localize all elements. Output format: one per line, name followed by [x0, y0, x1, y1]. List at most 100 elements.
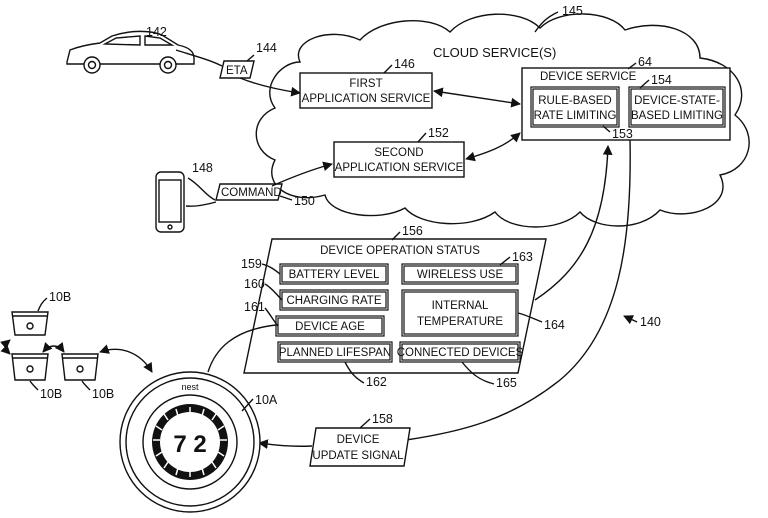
first-app-line1: FIRST	[349, 78, 382, 90]
eta-tag: ETA	[219, 60, 255, 79]
sensor-bottom-right-ref: 10B	[92, 387, 114, 401]
second-app-line1: SECOND	[374, 147, 423, 159]
update-signal-ref: 158	[372, 412, 393, 426]
internal-temp-ref: 164	[544, 318, 565, 332]
thermostat-brand: nest	[181, 382, 199, 392]
command-label: COMMAND	[221, 187, 282, 199]
device-state-ref: 154	[651, 73, 672, 87]
phone-link-top	[187, 177, 216, 201]
command-leader	[279, 195, 293, 201]
connected-leader	[461, 361, 495, 385]
device-service-title: DEVICE SERVICE	[540, 71, 637, 83]
sensor-top-icon	[11, 311, 49, 336]
connected-ref: 165	[496, 376, 517, 390]
first-app-ref: 146	[394, 57, 415, 71]
battery-level-label: BATTERY LEVEL	[289, 269, 380, 281]
cloud-title: CLOUD SERVICE(S)	[433, 45, 556, 60]
internal-temp-leader	[517, 312, 543, 323]
thermostat-to-status-link	[207, 324, 277, 373]
car-ref: 142	[146, 25, 167, 39]
first-app-to-device-service-arrow	[433, 87, 521, 108]
sensor-bottom-left-leader	[29, 380, 39, 391]
thermostat-ref: 10A	[255, 393, 278, 407]
device-service-ref: 64	[638, 55, 652, 69]
car-link	[175, 49, 223, 67]
device-service-leader	[627, 62, 637, 70]
smartphone-icon	[155, 171, 185, 233]
command-arrow	[271, 161, 333, 187]
phone-ref: 148	[192, 161, 213, 175]
device-service-box: DEVICE SERVICE RULE-BASED RATE LIMITING …	[521, 67, 731, 141]
rule-ref: 153	[612, 127, 633, 141]
device-state-leader	[639, 79, 650, 89]
update-signal-line1: DEVICE	[337, 434, 380, 446]
thermostat-icon: 7 2 nest	[119, 371, 261, 513]
second-app-ref: 152	[428, 126, 449, 140]
lifespan-leader	[344, 361, 365, 384]
second-app-line2: APPLICATION SERVICE	[335, 162, 464, 174]
wireless-leader	[499, 256, 511, 266]
status-panel-leader	[391, 231, 401, 241]
device-update-signal-tag: DEVICE UPDATE SIGNAL	[309, 427, 411, 467]
age-leader	[264, 307, 279, 327]
wireless-ref: 163	[512, 250, 533, 264]
sensor-top-ref: 10B	[49, 290, 71, 304]
rule-line2: RATE LIMITING	[534, 110, 617, 122]
status-title: DEVICE OPERATION STATUS	[320, 245, 480, 257]
state-line2: BASED LIMITING	[631, 110, 723, 122]
cloud-shape	[255, 13, 750, 228]
car-icon	[66, 30, 195, 74]
sensor-bottom-right-icon	[61, 353, 99, 381]
phone-link	[185, 201, 217, 207]
sensor-bottom-left-ref: 10B	[40, 387, 62, 401]
device-operation-status-panel: DEVICE OPERATION STATUS BATTERY LEVEL CH…	[243, 238, 547, 374]
signal-arrow-ref: 140	[640, 315, 661, 329]
internal-temp-line1: INTERNAL	[432, 300, 489, 312]
first-app-line2: APPLICATION SERVICE	[302, 93, 431, 105]
device-age-label: DEVICE AGE	[295, 321, 365, 333]
sensor-bottom-link	[42, 342, 65, 353]
command-tag: COMMAND	[215, 183, 283, 201]
rule-line1: RULE-BASED	[538, 95, 612, 107]
update-signal-leader	[359, 418, 371, 429]
first-application-service-box: FIRST APPLICATION SERVICE	[299, 72, 433, 109]
lifespan-ref: 162	[366, 375, 387, 389]
cloud-ref: 145	[562, 4, 583, 18]
sensor-bottom-left-icon	[11, 353, 49, 381]
age-ref: 161	[244, 300, 265, 314]
charging-leader	[264, 283, 283, 301]
update-signal-line2: UPDATE SIGNAL	[312, 450, 404, 462]
eta-ref: 144	[256, 41, 277, 55]
state-line1: DEVICE-STATE-	[634, 95, 720, 107]
wireless-use-label: WIRELESS USE	[417, 269, 504, 281]
eta-label: ETA	[226, 65, 248, 77]
status-panel-ref: 156	[402, 224, 423, 238]
command-ref: 150	[294, 194, 315, 208]
rule-leader	[602, 125, 611, 133]
second-application-service-box: SECOND APPLICATION SERVICE	[333, 141, 465, 178]
second-app-leader	[417, 132, 427, 143]
internal-temp-line2: TEMPERATURE	[417, 316, 503, 328]
second-app-to-device-service-arrow	[465, 132, 521, 162]
charging-ref: 160	[244, 277, 265, 291]
update-signal-arrow	[258, 439, 313, 449]
status-to-rule-arrow	[534, 145, 613, 301]
battery-ref: 159	[241, 257, 262, 271]
sensor-top-leader	[37, 297, 48, 312]
sensor-top-link	[0, 339, 11, 355]
first-app-leader	[383, 64, 393, 74]
charging-rate-label: CHARGING RATE	[287, 295, 382, 307]
update-signal-path	[405, 139, 631, 441]
signal-arrow-pointer	[623, 315, 638, 325]
planned-lifespan-label: PLANNED LIFESPAN	[279, 347, 391, 359]
thermostat-leader	[241, 398, 254, 412]
thermostat-temperature: 7 2	[173, 431, 206, 458]
eta-arrow	[239, 77, 301, 97]
eta-leader	[246, 54, 255, 62]
sensor-bottom-right-leader	[81, 380, 91, 391]
battery-leader	[261, 263, 281, 275]
connected-devices-label: CONNECTED DEVICES	[397, 347, 524, 359]
cloud-leader	[534, 11, 559, 33]
